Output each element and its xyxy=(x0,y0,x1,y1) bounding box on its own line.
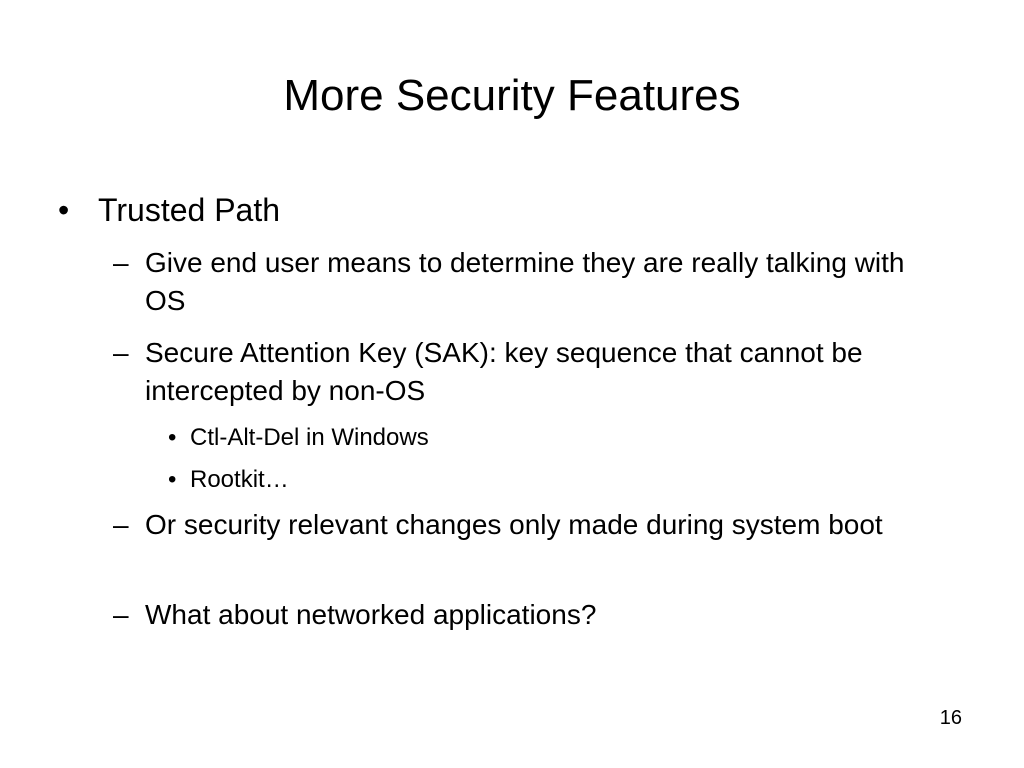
sub-bullet-networked-applications: – What about networked applications? xyxy=(113,596,925,634)
sub-bullet-text: Or security relevant changes only made d… xyxy=(145,509,883,540)
sub-bullet-secure-attention-key: – Secure Attention Key (SAK): key sequen… xyxy=(113,334,925,410)
sub-sub-bullet-text: Ctl-Alt-Del in Windows xyxy=(190,424,429,451)
dash-marker: – xyxy=(113,247,129,278)
slide-title: More Security Features xyxy=(283,71,741,120)
dash-marker: – xyxy=(113,509,129,540)
sub-bullet-system-boot: – Or security relevant changes only made… xyxy=(113,506,925,544)
sub-sub-bullet-text: Rootkit… xyxy=(190,466,289,493)
bullet-trusted-path: • Trusted Path xyxy=(58,188,281,232)
bullet-text: Trusted Path xyxy=(98,192,281,228)
sub-bullet-text: What about networked applications? xyxy=(145,599,597,630)
sub-sub-bullet-ctl-alt-del: • Ctl-Alt-Del in Windows xyxy=(168,422,429,454)
dot-marker: • xyxy=(168,466,177,493)
dash-marker: – xyxy=(113,337,129,368)
dash-marker: – xyxy=(113,599,129,630)
sub-sub-bullet-rootkit: • Rootkit… xyxy=(168,464,289,496)
sub-bullet-text: Give end user means to determine they ar… xyxy=(145,247,905,316)
dot-marker: • xyxy=(168,424,177,451)
sub-bullet-text: Secure Attention Key (SAK): key sequence… xyxy=(145,337,863,406)
bullet-marker: • xyxy=(58,192,70,228)
page-number: 16 xyxy=(939,707,962,729)
sub-bullet-end-user-means: – Give end user means to determine they … xyxy=(113,244,925,320)
